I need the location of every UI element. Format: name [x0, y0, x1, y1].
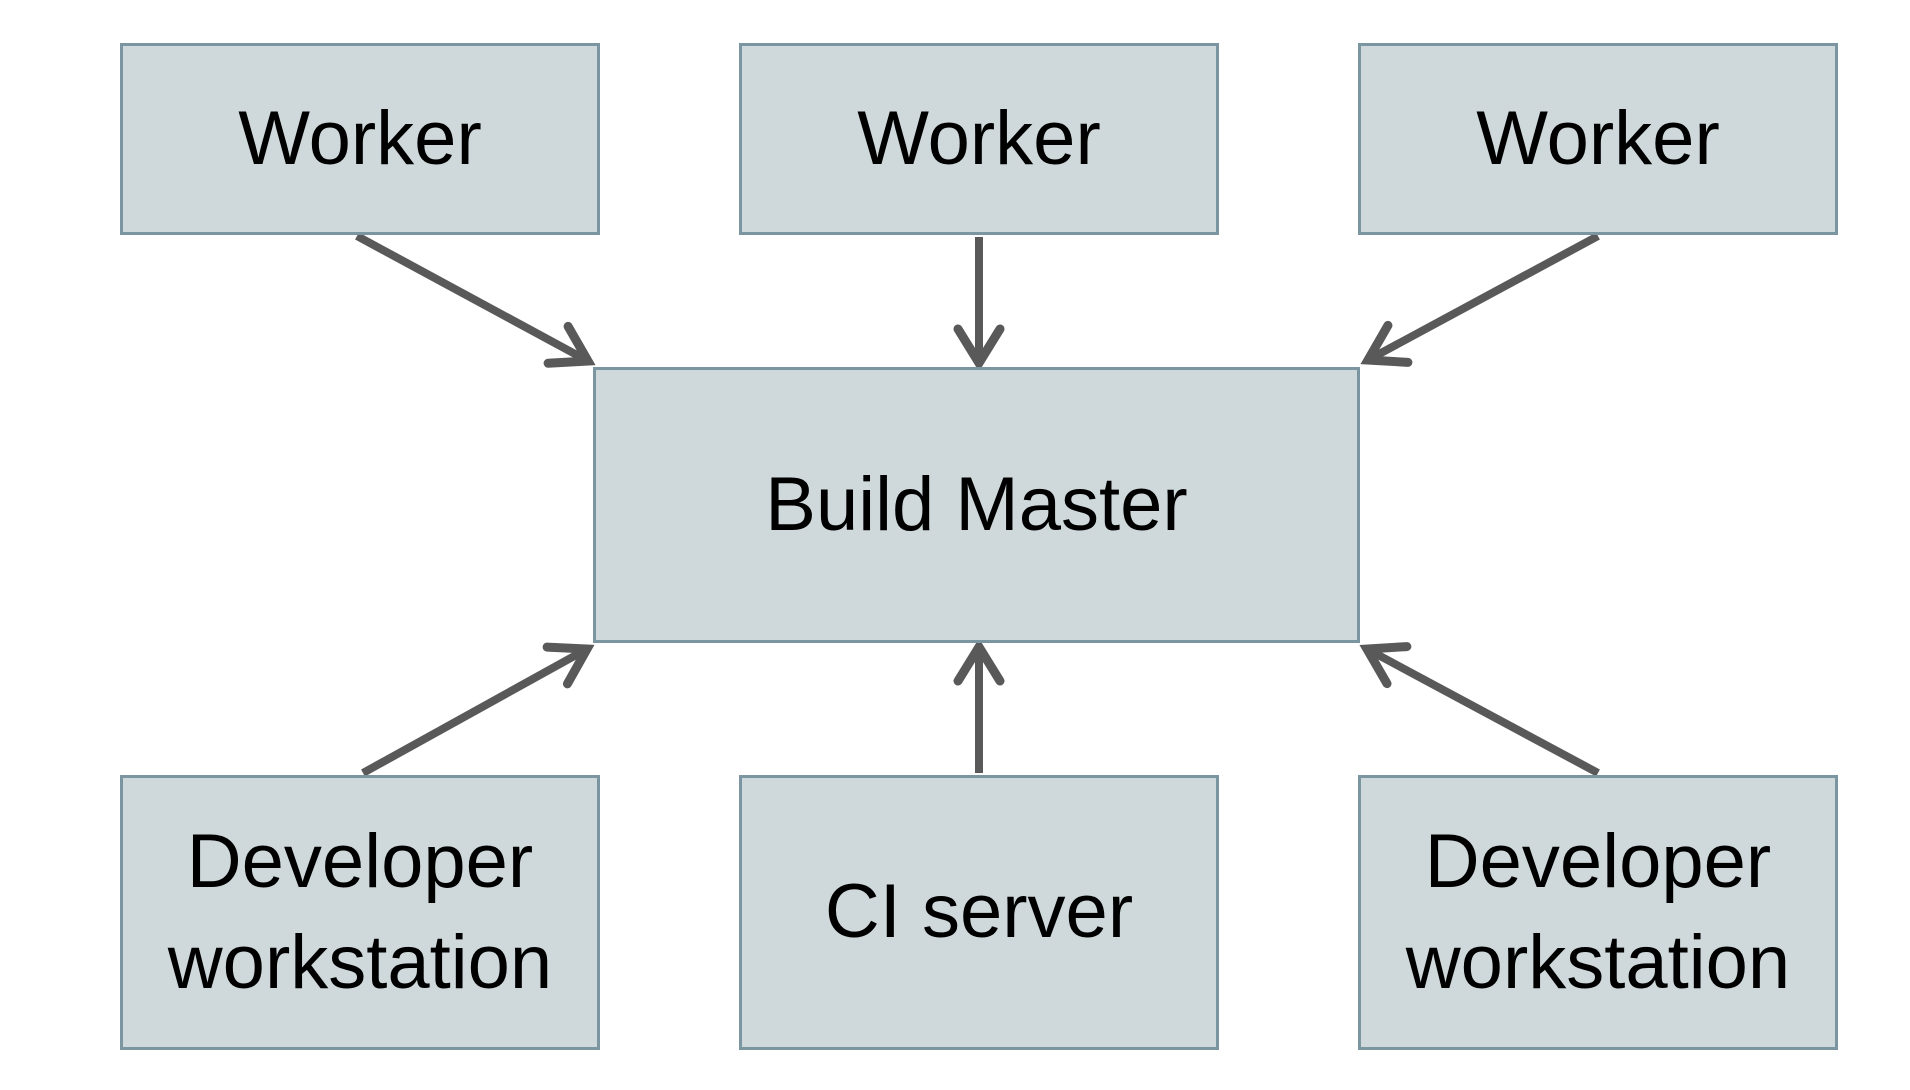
- node-worker-3-label: Worker: [1476, 95, 1720, 181]
- node-build-master: Build Master: [593, 367, 1360, 643]
- node-worker-3: Worker: [1358, 43, 1838, 235]
- node-worker-1-label: Worker: [238, 95, 482, 181]
- node-worker-2: Worker: [739, 43, 1219, 235]
- edge-developer-workstation-1-to-build-master: [361, 642, 595, 777]
- node-ci-server-label: CI server: [824, 869, 1134, 955]
- edge-developer-workstation-2-to-build-master: [1359, 642, 1600, 777]
- node-developer-workstation-2-label: Developer workstation: [1405, 819, 1791, 1005]
- edge-worker-1-to-build-master: [355, 232, 596, 368]
- node-build-master-label: Build Master: [765, 461, 1188, 547]
- node-developer-workstation-2: Developer workstation: [1358, 775, 1838, 1050]
- node-developer-workstation-1: Developer workstation: [120, 775, 600, 1050]
- node-developer-workstation-1-label: Developer workstation: [167, 819, 553, 1005]
- node-worker-2-label: Worker: [857, 95, 1101, 181]
- edge-worker-3-to-build-master: [1360, 232, 1600, 367]
- node-ci-server: CI server: [739, 775, 1219, 1050]
- node-worker-1: Worker: [120, 43, 600, 235]
